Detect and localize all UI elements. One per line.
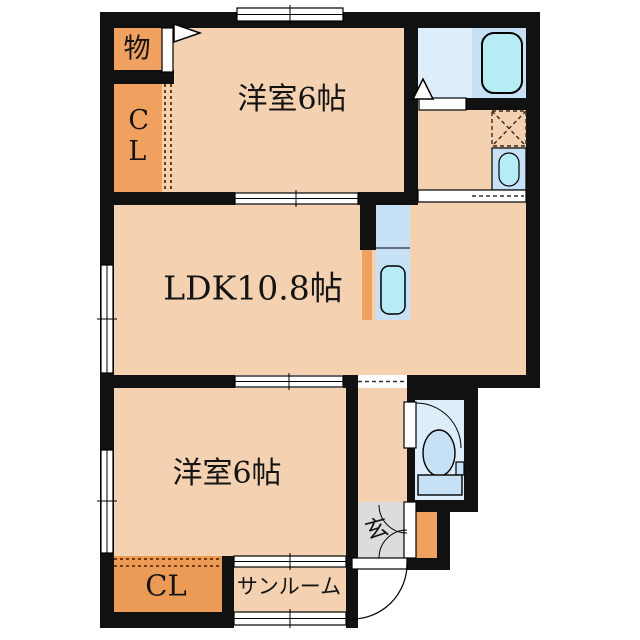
wall-right [526,12,540,388]
label-storage: 物 [123,33,151,65]
entrance-inner-door-arc1 [378,504,408,534]
room-entrance [358,502,407,558]
room-storage [114,28,162,70]
wall-kitchen-stub [360,192,376,250]
wall-closet-sunroom [222,556,234,628]
bath-door-fold-mark [411,77,435,100]
storage-door [161,27,174,73]
hallway [358,388,407,502]
toilet-door [403,401,417,449]
wall-entrance-bottom [407,558,450,570]
toilet-tank [417,474,463,496]
washer-pan [491,110,527,147]
label-closet-bottom: CL [145,568,187,603]
kitchen-counter-edge [362,250,372,320]
wash-basin-bowl [498,152,520,187]
storage-door-swing-mark [173,22,203,44]
wall-toilet-bottom [407,500,478,512]
wall-pillar [343,375,358,388]
label-ldk: LDK10.8帖 [163,268,343,308]
room-closet-top [114,84,162,192]
bathtub [481,32,523,94]
front-door [351,557,408,570]
room-ldk [114,192,526,375]
wall-toilet-hall [407,400,415,502]
wall-toilet-top [407,375,478,400]
wall-shoebox-right [437,512,450,570]
toilet-handle [455,461,465,476]
wall-storage-bottom [114,70,174,84]
wall-bath-washroom [462,98,526,110]
room-bedroom-bottom [114,388,346,556]
label-sunroom: サンルーム [236,574,342,599]
shoe-cabinet [415,512,437,558]
wall-bath-left [404,12,418,202]
wall-ldk-bedroom [106,375,235,388]
bath-door [418,97,467,111]
kitchen-sink [380,265,406,315]
label-closet-top: CL [128,104,150,167]
label-bedroom-top: 洋室6帖 [237,82,347,117]
wall-bottom-left [100,612,234,628]
front-door-arc [351,563,408,620]
wall-toilet-right [464,400,478,512]
toilet-bowl [422,429,456,477]
entrance-inner-door-arc2 [378,529,408,559]
washer-pan-x2 [491,110,527,147]
room-bedroom-top [162,28,404,192]
toilet-door-arc [415,402,462,449]
label-bedroom-bottom: 洋室6帖 [172,456,282,491]
wall-bedroomtop-ldk-left [106,192,235,205]
